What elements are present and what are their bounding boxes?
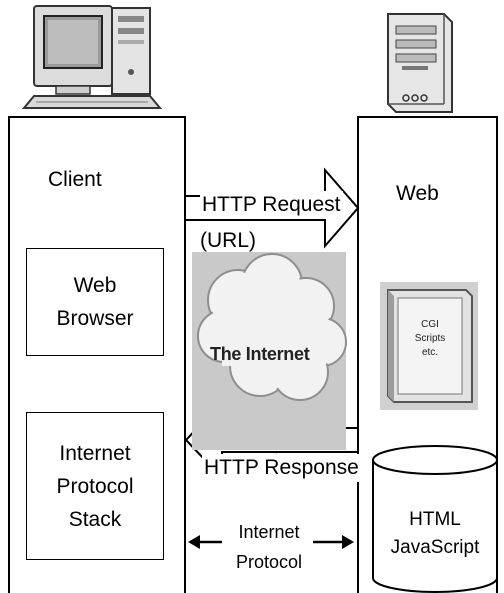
cgi-scripts-book-icon	[380, 282, 478, 410]
client-top-line	[8, 116, 186, 118]
server-right-line	[496, 116, 498, 593]
database-line2: JavaScript	[390, 537, 480, 558]
protocol-double-arrow	[188, 535, 354, 549]
client-label: Client	[48, 168, 102, 191]
cloud-icon	[192, 252, 347, 450]
protocol-stack-line3: Stack	[68, 507, 122, 531]
cgi-scripts-text: CGI Scripts etc.	[400, 318, 460, 360]
client-right-line	[184, 116, 186, 593]
internet-label: The Internet	[210, 344, 310, 364]
server-tower-icon	[387, 13, 453, 113]
web-browser-line1: Web	[73, 274, 117, 297]
internet-protocol-label: Internet Protocol	[216, 517, 322, 577]
server-label: Web	[396, 182, 439, 205]
protocol-line1: Internet	[238, 522, 300, 542]
cgi-line3: etc.	[421, 347, 439, 358]
web-browser-line2: Browser	[56, 307, 134, 330]
protocol-stack-line2: Protocol	[56, 474, 134, 498]
protocol-line2: Protocol	[235, 552, 303, 572]
database-line1: HTML	[409, 509, 461, 530]
web-browser-box: Web Browser	[26, 248, 164, 356]
desktop-computer-icon	[21, 5, 163, 109]
http-request-url-label: (URL)	[200, 229, 256, 252]
database-cylinder	[372, 445, 498, 593]
cgi-line2: Scripts	[414, 333, 446, 344]
server-top-line	[357, 116, 497, 118]
database-text: HTML JavaScript	[373, 506, 497, 562]
server-left-line	[357, 116, 359, 593]
cgi-line1: CGI	[421, 319, 439, 330]
protocol-stack-line1: Internet	[59, 441, 131, 465]
protocol-stack-box: Internet Protocol Stack	[26, 412, 164, 560]
client-left-line	[8, 116, 10, 593]
http-request-label: HTTP Request	[200, 191, 343, 219]
http-response-label: HTTP Response	[202, 454, 361, 482]
